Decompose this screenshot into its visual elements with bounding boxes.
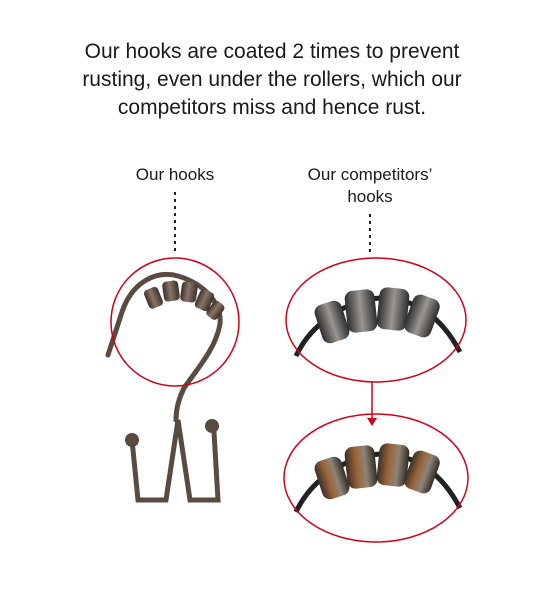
headline-line-1: Our hooks are coated 2 times to prevent xyxy=(84,40,460,63)
competitor-top-callout-circle xyxy=(285,257,467,383)
our-hook-rollers xyxy=(143,280,225,320)
headline-line-3: competitors miss and hence rust. xyxy=(117,96,427,119)
headline: Our hooks are coated 2 times to prevent … xyxy=(20,38,524,122)
competitors-label-line-1: Our competitors’ xyxy=(307,165,433,184)
competitors-label-line-2: hooks xyxy=(347,187,393,206)
competitor-rusted-callout-circle xyxy=(283,413,469,543)
competitor-hook-zoom-rusted xyxy=(293,443,463,514)
our-hook-image xyxy=(105,272,223,503)
arrow-head xyxy=(367,418,377,426)
our-hooks-callout-circle xyxy=(110,257,240,387)
our-hooks-label: Our hooks xyxy=(135,165,215,184)
headline-line-2: rusting, even under the rollers, which o… xyxy=(82,68,462,91)
competitor-hook-zoom-top xyxy=(293,287,463,358)
competitors-hooks-label: Our competitors’ hooks xyxy=(270,164,470,208)
